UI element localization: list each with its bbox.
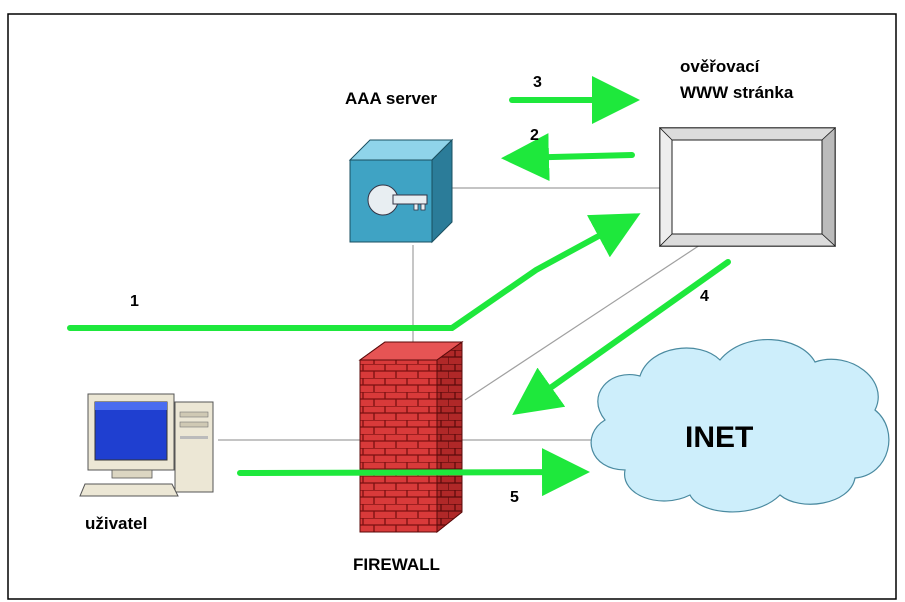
flow-arrows — [67, 76, 731, 497]
step-1-arrow — [67, 213, 641, 331]
user-label: uživatel — [85, 514, 147, 533]
auth-page-label-line2: WWW stránka — [680, 83, 794, 102]
step-3-label: 3 — [533, 74, 542, 91]
step-4-arrow — [512, 259, 731, 415]
auth-page-label-line1: ověřovací — [680, 57, 761, 76]
step-1-label: 1 — [130, 293, 139, 310]
firewall-to-webpage-line — [464, 244, 701, 401]
step-5-label: 5 — [510, 489, 519, 506]
user-computer-icon — [79, 393, 214, 497]
keyboard-icon — [79, 483, 179, 497]
firewall-icon — [358, 341, 464, 534]
step-5-arrow — [237, 448, 590, 497]
connector-lines — [218, 187, 701, 441]
step-2-arrow — [501, 133, 635, 182]
webpage-monitor-icon — [659, 127, 837, 247]
internet-cloud-icon — [590, 339, 890, 513]
internet-label: INET — [685, 421, 753, 454]
aaa-server-icon — [348, 138, 454, 244]
step-4-label: 4 — [700, 288, 709, 305]
key-icon — [392, 194, 428, 205]
step-2-label: 2 — [530, 127, 539, 144]
aaa-server-label: AAA server — [345, 89, 437, 108]
firewall-label: FIREWALL — [353, 555, 440, 574]
